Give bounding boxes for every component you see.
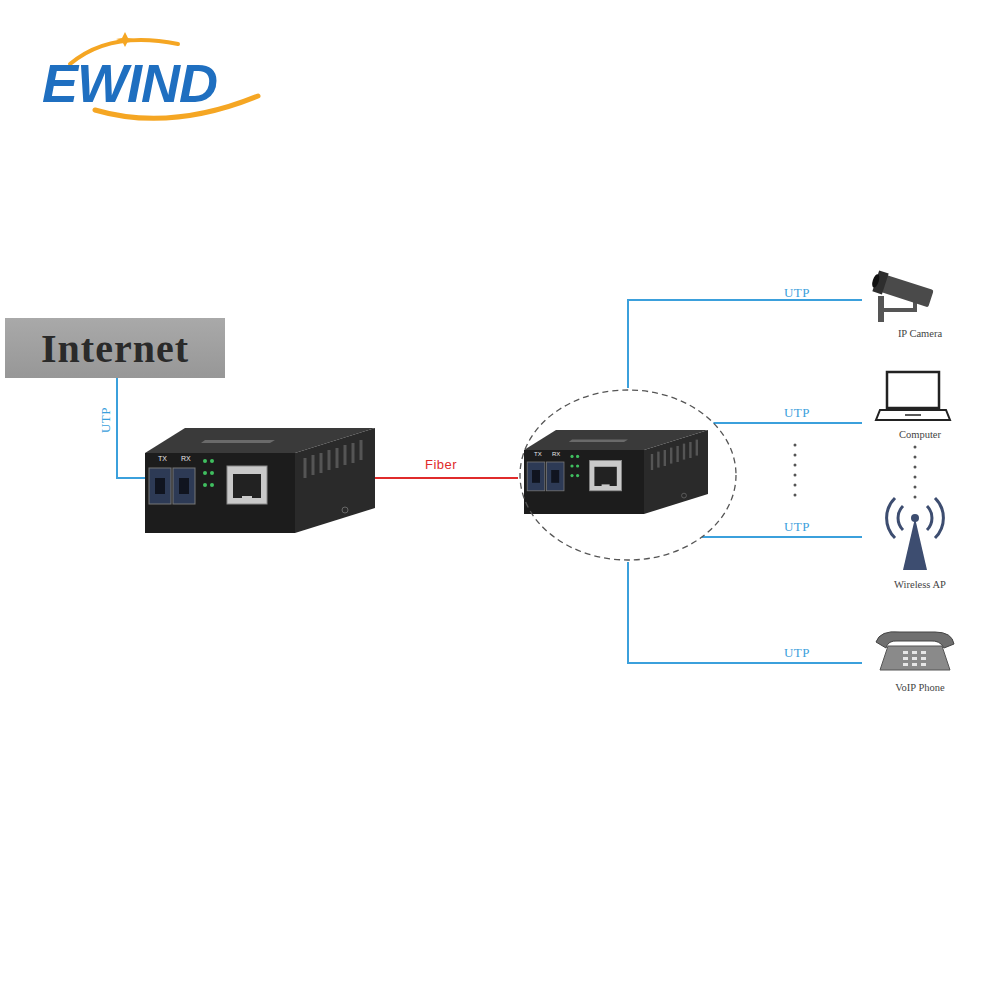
cable-line bbox=[713, 422, 862, 424]
cable-line bbox=[375, 477, 518, 479]
device: Wireless AP bbox=[862, 500, 978, 590]
node-text: IP Camera bbox=[898, 328, 942, 339]
device: Computer bbox=[862, 368, 978, 440]
node-text: Computer bbox=[899, 429, 941, 440]
device: VoIP Phone bbox=[862, 625, 978, 693]
access-point-icon bbox=[887, 498, 944, 570]
dashed-ellipse bbox=[518, 388, 738, 562]
media-converter bbox=[145, 428, 375, 533]
node-text: Internet bbox=[41, 325, 189, 372]
phone-icon bbox=[876, 632, 954, 670]
node-text: TX bbox=[158, 455, 167, 463]
media-converter: TX RX bbox=[145, 428, 375, 533]
cable-label: UTP bbox=[784, 405, 810, 421]
cable-label: UTP bbox=[784, 519, 810, 535]
cable-line bbox=[702, 536, 862, 538]
cable-label: UTP bbox=[98, 407, 114, 433]
camera-icon bbox=[870, 269, 935, 322]
node-text: TX bbox=[534, 451, 542, 458]
cable-line bbox=[628, 562, 862, 663]
cable-label: UTP bbox=[784, 285, 810, 301]
device: IP Camera bbox=[862, 275, 978, 339]
internet-box: Internet bbox=[5, 318, 225, 378]
dashed-ellipse bbox=[520, 390, 736, 560]
logo-star bbox=[116, 32, 134, 47]
node-text: RX bbox=[181, 455, 191, 463]
node-text: RX bbox=[552, 451, 560, 458]
node-text: VoIP Phone bbox=[895, 682, 944, 693]
cable-line bbox=[117, 378, 145, 478]
brand-logo: EWIND bbox=[42, 52, 217, 114]
cable-line bbox=[628, 300, 862, 388]
media-converter: TX RX bbox=[518, 388, 738, 562]
media-converter bbox=[524, 430, 708, 514]
laptop-icon bbox=[876, 372, 950, 420]
cable-label: Fiber bbox=[425, 457, 457, 472]
ellipsis-dots bbox=[794, 444, 917, 499]
node-text: Wireless AP bbox=[894, 579, 946, 590]
cable-label: UTP bbox=[784, 645, 810, 661]
